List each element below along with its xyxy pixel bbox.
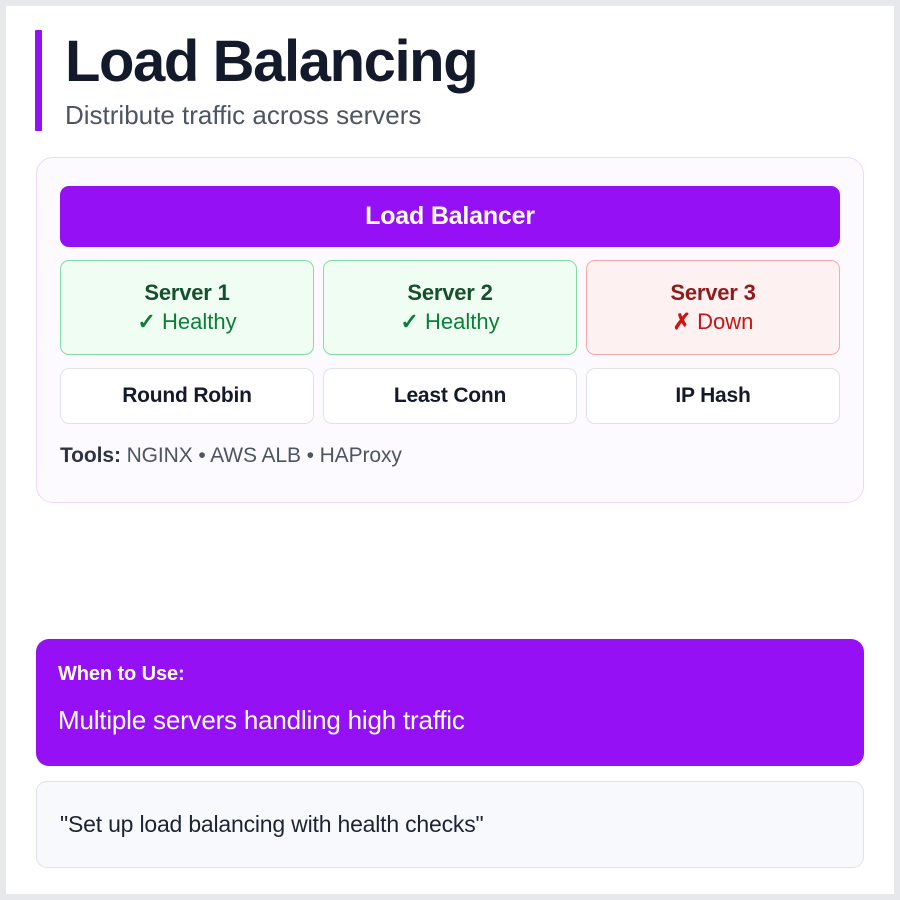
algorithm-label: Round Robin [122, 384, 252, 407]
server-name: Server 2 [407, 280, 493, 305]
accent-bar [35, 30, 42, 132]
tools-line: Tools: NGINX • AWS ALB • HAProxy [60, 444, 840, 468]
when-to-use-value: Multiple servers handling high traffic [58, 705, 465, 735]
header-text-group: Load Balancing Distribute traffic across… [42, 29, 479, 131]
load-balancing-diagram-card: Load Balancer Server 1 ✓ Healthy Server … [36, 157, 864, 503]
algorithm-label: Least Conn [393, 384, 507, 407]
quote-text: "Set up load balancing with health check… [60, 811, 484, 837]
page-title: Load Balancing [65, 29, 479, 94]
server-name: Server 3 [670, 280, 756, 305]
load-balancer-label: Load Balancer [365, 202, 535, 230]
status-badge: ✓ Healthy [400, 309, 499, 335]
quote-box: "Set up load balancing with health check… [36, 781, 864, 868]
algorithm-round-robin[interactable]: Round Robin [60, 368, 314, 424]
tools-value: NGINX • AWS ALB • HAProxy [126, 444, 402, 467]
status-label: Down [697, 309, 754, 334]
check-icon: ✓ [137, 309, 156, 334]
server-name: Server 1 [144, 280, 230, 305]
load-balancer-node[interactable]: Load Balancer [60, 186, 840, 247]
status-label: Healthy [161, 309, 237, 334]
algorithm-label: IP Hash [675, 384, 751, 407]
when-to-use-label: When to Use: [58, 663, 185, 685]
page-canvas: Load Balancing Distribute traffic across… [6, 6, 894, 894]
server-node-1[interactable]: Server 1 ✓ Healthy [60, 260, 314, 355]
check-icon: ✓ [400, 309, 419, 334]
status-label: Healthy [424, 309, 500, 334]
status-badge: ✗ Down [673, 309, 754, 335]
server-node-2[interactable]: Server 2 ✓ Healthy [323, 260, 577, 355]
cross-icon: ✗ [672, 309, 692, 334]
algorithm-least-conn[interactable]: Least Conn [323, 368, 577, 424]
status-badge: ✓ Healthy [137, 309, 236, 335]
algorithms-row: Round Robin Least Conn IP Hash [60, 368, 840, 424]
page-subtitle: Distribute traffic across servers [65, 100, 422, 131]
tools-label: Tools: [60, 444, 121, 467]
servers-row: Server 1 ✓ Healthy Server 2 ✓ Healthy Se… [60, 260, 840, 355]
page-header: Load Balancing Distribute traffic across… [35, 29, 479, 132]
algorithm-ip-hash[interactable]: IP Hash [586, 368, 840, 424]
server-node-3[interactable]: Server 3 ✗ Down [586, 260, 840, 355]
when-to-use-banner: When to Use: Multiple servers handling h… [36, 639, 864, 766]
